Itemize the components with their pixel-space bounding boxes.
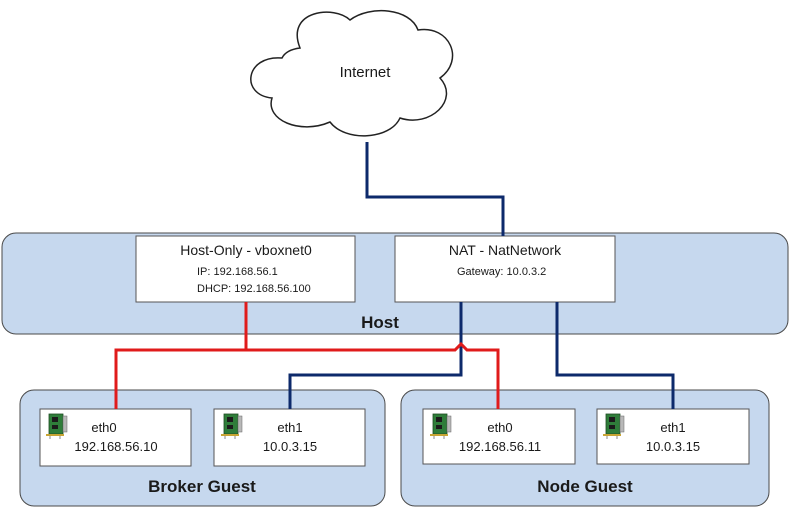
network-card-icon xyxy=(429,413,452,440)
node-eth0-box: eth0 192.168.56.11 xyxy=(422,408,576,465)
node-eth1-box: eth1 10.0.3.15 xyxy=(596,408,750,465)
host-only-to-broker-eth0-link xyxy=(114,302,248,409)
node-eth0-name: eth0 xyxy=(487,420,512,435)
network-card-icon xyxy=(220,413,243,440)
host-only-adapter: Host-Only - vboxnet0 IP: 192.168.56.1 DH… xyxy=(135,235,356,303)
host-only-title: Host-Only - vboxnet0 xyxy=(180,242,312,258)
nat-adapter: NAT - NatNetwork Gateway: 10.0.3.2 xyxy=(394,235,616,303)
internet-to-nat-link xyxy=(365,142,505,236)
network-card-icon xyxy=(45,413,68,440)
internet-cloud: Internet xyxy=(250,9,454,137)
node-eth1-ip: 10.0.3.15 xyxy=(646,439,700,454)
host-only-dhcp: DHCP: 192.168.56.100 xyxy=(197,283,311,295)
broker-eth1-name: eth1 xyxy=(277,420,302,435)
broker-eth0-box: eth0 192.168.56.10 xyxy=(39,408,192,467)
network-card-icon xyxy=(602,413,625,440)
node-eth0-ip: 192.168.56.11 xyxy=(459,439,541,454)
broker-eth0-ip: 192.168.56.10 xyxy=(74,439,157,454)
broker-eth1-box: eth1 10.0.3.15 xyxy=(213,408,366,467)
node-guest-label: Node Guest xyxy=(537,477,633,496)
internet-label: Internet xyxy=(340,64,392,81)
nat-to-broker-eth1-link xyxy=(288,302,463,409)
host-only-links xyxy=(114,302,500,409)
nat-links xyxy=(288,142,675,409)
nat-to-node-eth1-link xyxy=(555,302,675,409)
broker-guest-label: Broker Guest xyxy=(148,477,256,496)
host-only-ip: IP: 192.168.56.1 xyxy=(197,266,278,278)
host-label: Host xyxy=(361,313,399,332)
nat-gateway: Gateway: 10.0.3.2 xyxy=(457,266,546,278)
nat-title: NAT - NatNetwork xyxy=(449,242,562,258)
node-eth1-name: eth1 xyxy=(660,420,685,435)
broker-eth1-ip: 10.0.3.15 xyxy=(263,439,317,454)
broker-eth0-name: eth0 xyxy=(91,420,116,435)
host-only-to-node-eth0-link xyxy=(246,341,500,409)
